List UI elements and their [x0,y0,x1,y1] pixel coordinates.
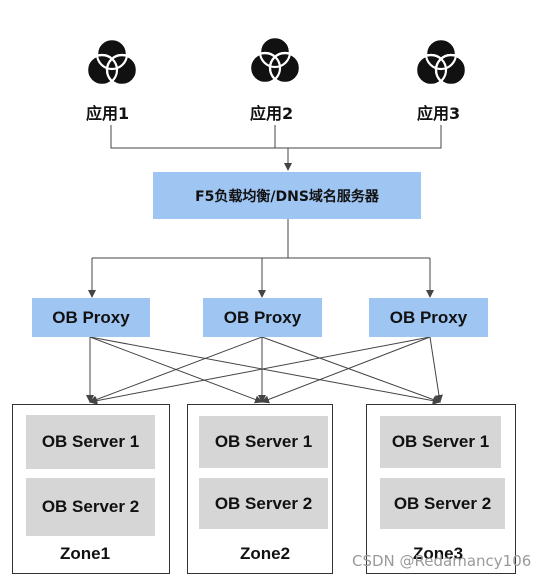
apps-connector [110,125,442,149]
zone1-label: Zone1 [60,544,111,563]
csdn-watermark: CSDN @Redamancy106 [352,552,532,570]
zone1-server-2: OB Server 2 [26,478,155,536]
app-venn-icon [414,37,468,87]
zone2-label: Zone2 [240,544,291,563]
zone2-server-1: OB Server 1 [199,416,328,468]
app-venn-icon [85,37,139,87]
zone3-label: Zone3 [413,544,464,563]
ob-proxy-2: OB Proxy [203,298,322,337]
zone2-server-2: OB Server 2 [199,478,328,529]
load-balancer-box: F5负载均衡/DNS域名服务器 [153,172,421,219]
zone3-server-1: OB Server 1 [380,416,501,468]
zone3-server-2: OB Server 2 [380,478,505,529]
ob-proxy-3: OB Proxy [369,298,488,337]
ob-proxy-1: OB Proxy [32,298,150,337]
app-label-2: 应用2 [250,104,294,123]
app-label-1: 应用1 [86,104,130,123]
app-venn-icon [248,35,302,85]
app-label-3: 应用3 [417,104,461,123]
zone1-server-1: OB Server 1 [26,415,155,469]
